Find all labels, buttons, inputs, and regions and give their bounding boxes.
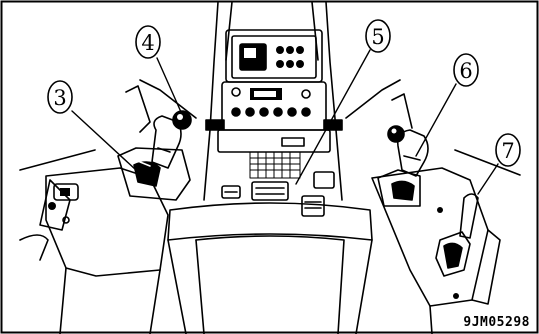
callout-4-label: 4 bbox=[141, 31, 154, 55]
figure-id: 9JM05298 bbox=[463, 315, 530, 330]
left-joystick-knob bbox=[173, 111, 191, 129]
callout-7-label: 7 bbox=[501, 139, 514, 163]
callout-3-label: 3 bbox=[53, 86, 66, 110]
callout-6-label: 6 bbox=[459, 59, 472, 83]
callout-5-label: 5 bbox=[371, 25, 384, 49]
